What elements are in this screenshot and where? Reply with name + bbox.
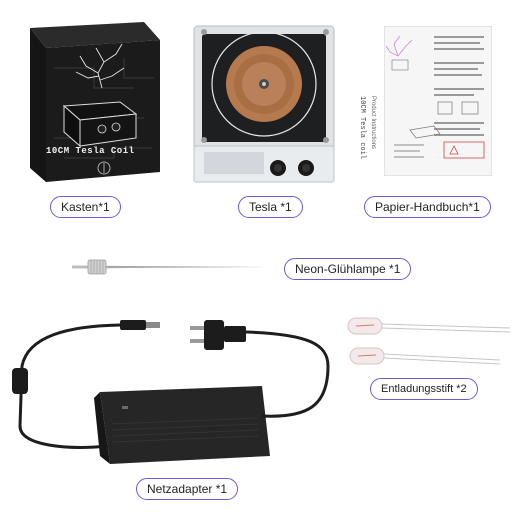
box-brand-text: 10CM Tesla Coil [46, 146, 135, 156]
label-neon: Neon-Glühlampe *1 [284, 258, 412, 280]
label-adapter: Netzadapter *1 [136, 478, 239, 500]
manual-subtitle-text: Product Instructions [370, 96, 376, 150]
power-adapter-image [8, 306, 344, 474]
tesla-coil-device-image [190, 22, 342, 184]
label-tesla: Tesla *1 [238, 196, 303, 218]
manual-title-text: 10CM Tesla coil [358, 96, 366, 160]
paper-manual-image: 10CM Tesla coil Product Instructions [358, 26, 492, 176]
gift-box-image: 10CM Tesla Coil [24, 18, 164, 186]
label-manual: Papier-Handbuch*1 [364, 196, 491, 218]
discharge-pin-image [72, 258, 268, 278]
label-kasten: Kasten*1 [50, 196, 121, 218]
neon-lamps-image [344, 312, 512, 372]
label-discharge: Entladungsstift *2 [370, 378, 478, 400]
